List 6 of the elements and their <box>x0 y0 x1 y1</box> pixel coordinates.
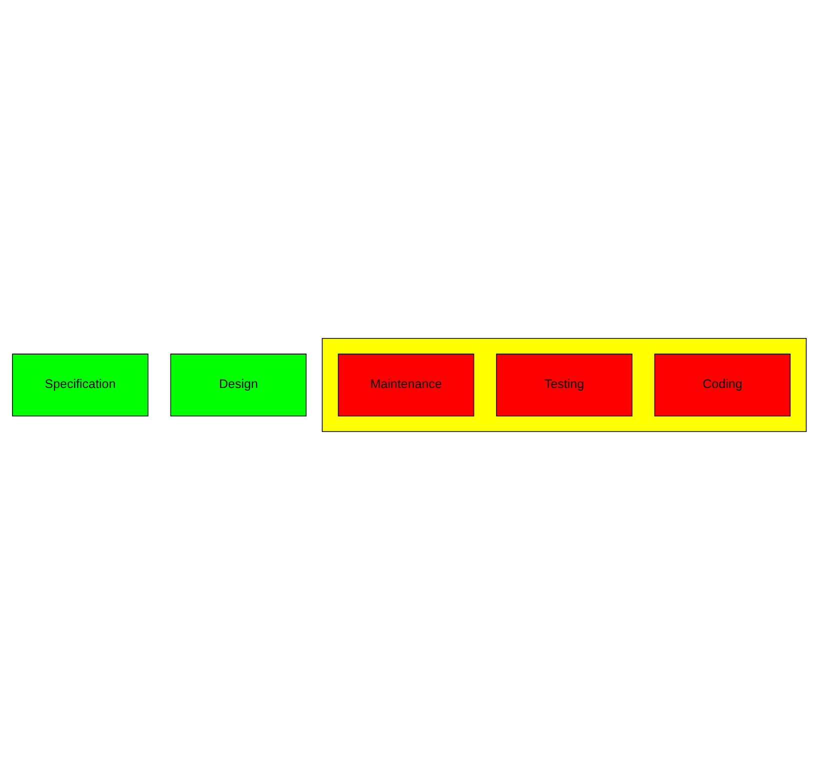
node-box: Maintenance <box>338 353 474 416</box>
node-box: Testing <box>496 353 632 416</box>
node-box: Specification <box>12 353 148 416</box>
cluster <box>322 338 807 432</box>
node-box: Design <box>170 353 307 416</box>
node-box: Coding <box>654 353 791 416</box>
